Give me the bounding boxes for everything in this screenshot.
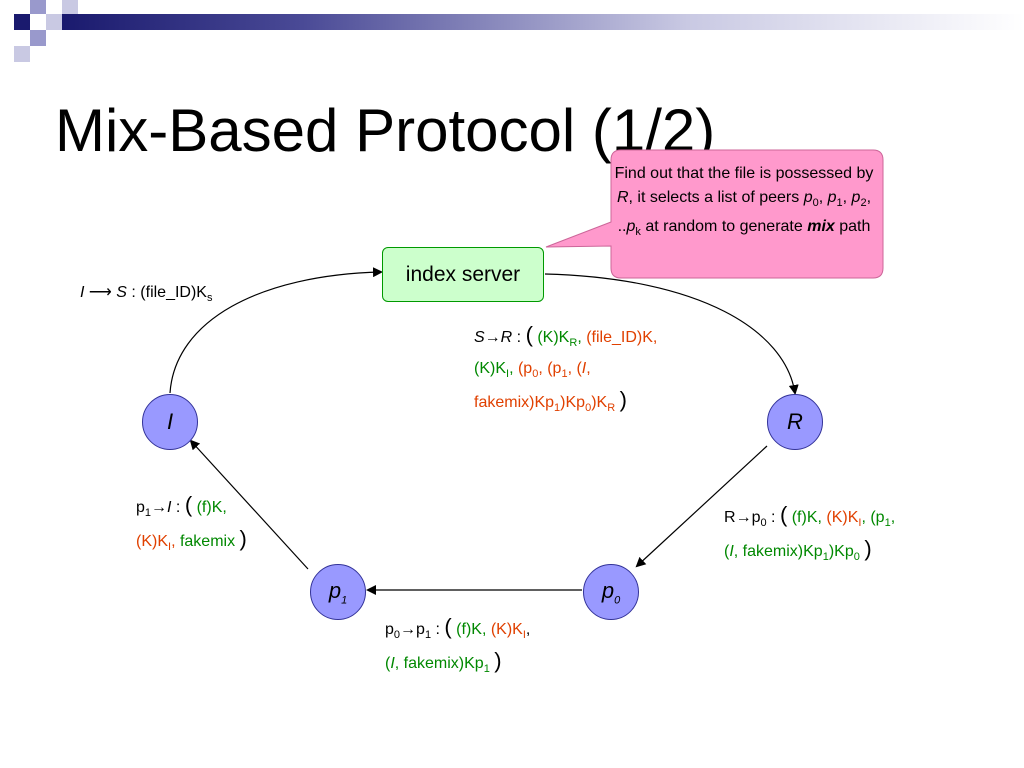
- callout-bubble: [545, 149, 884, 279]
- arrow-r-to-p0: [635, 445, 768, 568]
- arrow-i-to-server: [169, 267, 383, 394]
- index-server-node: index server: [382, 247, 544, 302]
- label-r-to-p0: R→p0 : ( (f)K, (K)KI, (p1, (I, fakemix)K…: [724, 502, 896, 564]
- header-gradient-bar: [62, 14, 1024, 30]
- slide-title: Mix-Based Protocol (1/2): [55, 97, 716, 164]
- label-p1-to-i: p1→I : ( (f)K, (K)KI, fakemix ): [136, 492, 247, 554]
- node-initiator: I: [142, 394, 198, 450]
- node-p1: p1: [310, 564, 366, 620]
- node-responder: R: [767, 394, 823, 450]
- label-s-to-r: S→R : ( (K)KR, (file_ID)K, (K)KI, (p0, (…: [474, 322, 658, 415]
- callout-note: Find out that the file is possessed by R…: [614, 165, 874, 239]
- label-i-to-s: I ⟶ S : (file_ID)Ks: [80, 284, 213, 305]
- arrow-server-to-r: [544, 273, 799, 395]
- arrow-p1-to-i: [189, 439, 309, 570]
- label-p0-to-p1: p0→p1 : ( (f)K, (K)KI, (I, fakemix)Kp1 ): [385, 614, 531, 676]
- node-p0: p0: [583, 564, 639, 620]
